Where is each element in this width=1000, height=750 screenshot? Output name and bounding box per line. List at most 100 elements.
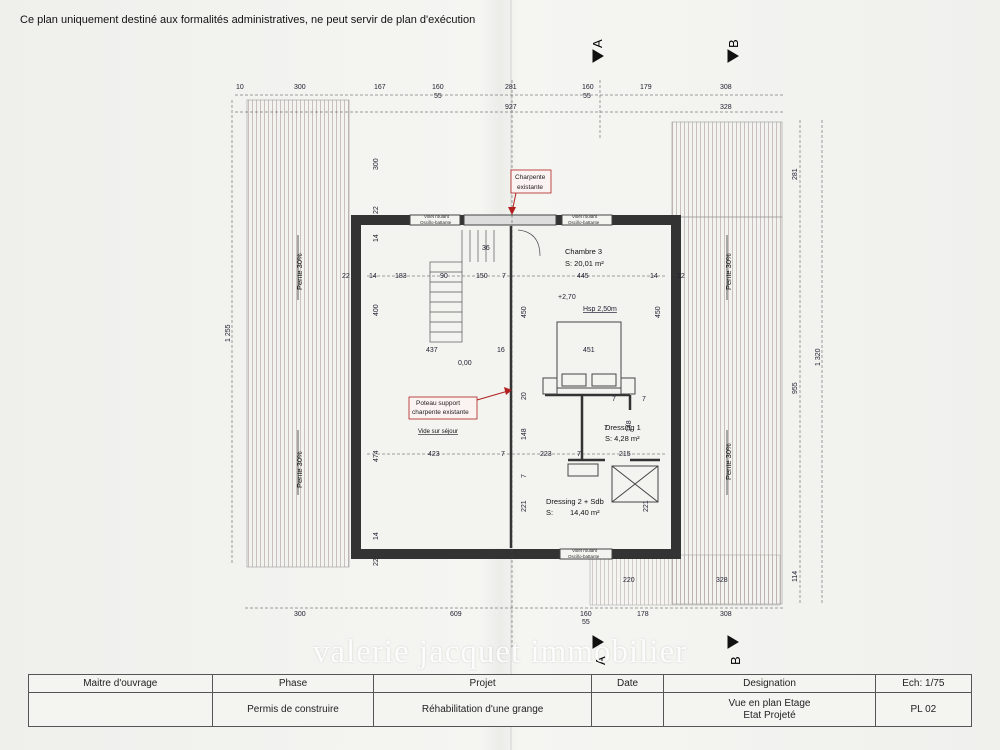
dim-in-27: 215: [619, 451, 631, 458]
dim-left-7: 22: [373, 558, 380, 566]
charpente-callout: Charpente existante: [508, 169, 552, 215]
room-dressing1-surface: S: 4,28 m²: [605, 434, 640, 443]
poteau-line-2: charpente existante: [412, 409, 469, 416]
room-dressing2-name: Dressing 2 + Sdb: [546, 497, 604, 506]
dim-left-6: 14: [373, 532, 380, 540]
header-echelle: Ech: 1/75: [874, 674, 973, 693]
section-a-bottom: A: [593, 656, 608, 665]
header-date: Date: [590, 674, 665, 693]
slope-label-3: Pente 30%: [724, 253, 733, 290]
dim-left-2: 22: [373, 206, 380, 214]
dim-bottom-4: 55: [582, 619, 590, 626]
dim-top-8: 308: [720, 84, 732, 91]
dim-bottom-2: 609: [450, 611, 462, 618]
dim-in-6: 22: [342, 273, 350, 280]
header-maitre-ouvrage: Maitre d'ouvrage: [28, 674, 213, 693]
header-projet: Projet: [373, 674, 592, 693]
dim-in-4: 7: [502, 273, 506, 280]
dim-bottom-3: 160: [580, 611, 592, 618]
dim-left-8: 1 255: [225, 324, 232, 342]
dim-in-9: 14: [650, 273, 658, 280]
room-dressing2-surface-label: S:: [546, 508, 553, 517]
dim-in-24: 7: [501, 451, 505, 458]
shower: [611, 465, 659, 503]
designation-line-1: Vue en plan Etage: [728, 697, 811, 709]
dim-left-5: 474: [373, 450, 380, 462]
dim-in-2: 90: [440, 273, 448, 280]
window-2-type: Oscillo-battante: [568, 220, 600, 225]
vide-sur-sejour: Vide sur séjour: [418, 429, 458, 435]
charpente-line-1: Charpente: [515, 174, 546, 181]
dim-top-4: 160: [432, 84, 444, 91]
dim-in-14: 450: [521, 306, 528, 318]
title-block: Maitre d'ouvrage Phase Projet Date Desig…: [28, 674, 973, 727]
dim-in-19: 7: [642, 396, 646, 403]
dim-in-29: 221: [643, 500, 650, 512]
dim-in-28: 221: [521, 500, 528, 512]
dim-right-3: 955: [792, 382, 799, 394]
dim-top-9: 55: [434, 93, 442, 100]
value-date: [590, 692, 665, 727]
floor-plan-drawing: A B A B 10 300 167 160 281 160 179 308 5…: [225, 39, 823, 665]
dim-in-13: 0,00: [458, 360, 472, 367]
poteau-callout: Poteau support charpente existante: [408, 387, 512, 420]
dim-left-3: 14: [373, 234, 380, 242]
dim-right-1: 281: [792, 168, 799, 180]
dim-left-4: 400: [373, 304, 380, 316]
poteau-line-1: Poteau support: [416, 400, 460, 407]
dim-top-1: 10: [236, 84, 244, 91]
ceiling-height: Hsp 2,50m: [583, 306, 617, 313]
dim-bottom-7: 220: [623, 577, 635, 584]
dim-in-18: 7: [612, 396, 616, 403]
window-1-label: Volet roulant: [424, 214, 450, 219]
header-phase: Phase: [211, 674, 375, 693]
dim-bottom-1: 300: [294, 611, 306, 618]
watermark: valerie jacquet immobilier: [312, 634, 688, 670]
room-dressing1-name: Dressing 1: [605, 423, 641, 432]
roof-left: [246, 99, 350, 568]
dim-bottom-5: 178: [637, 611, 649, 618]
dim-top-10: 55: [583, 93, 591, 100]
bed: [556, 321, 622, 389]
designation-line-2: Etat Projeté: [743, 709, 796, 721]
room-dressing2-surface: 14,40 m²: [570, 508, 600, 517]
slope-label-2: Pente 30%: [295, 451, 304, 488]
dim-in-25: 223: [540, 451, 552, 458]
dim-bottom-6: 308: [720, 611, 732, 618]
dim-top-2: 300: [294, 84, 306, 91]
dim-right-2: 1 320: [815, 348, 822, 366]
window-3-label: Volet roulant: [572, 548, 598, 553]
slope-label-1: Pente 30%: [295, 253, 304, 290]
dim-left-1: 300: [373, 158, 380, 170]
value-plan-number: PL 02: [874, 692, 973, 727]
dim-in-20: 148: [521, 428, 528, 440]
roof-right-top: [671, 121, 783, 218]
level-270: +2,70: [558, 294, 576, 301]
dim-in-16: 451: [583, 347, 595, 354]
dim-right-4: 114: [792, 571, 799, 582]
value-designation: Vue en plan Etage Etat Projeté: [663, 692, 876, 727]
charpente-line-2: existante: [517, 184, 543, 191]
dim-in-10: 22: [677, 273, 685, 280]
dim-in-26: 7: [577, 451, 581, 458]
room-chambre3-surface: S: 20,01 m²: [565, 259, 604, 268]
slope-label-4: Pente 30%: [724, 443, 733, 480]
window-3-type: Oscillo-battante: [568, 554, 600, 559]
dim-top-12: 328: [720, 104, 732, 111]
dim-in-3: 150: [476, 273, 488, 280]
value-projet: Réhabilitation d'une grange: [373, 692, 592, 727]
dim-top-6: 160: [582, 84, 594, 91]
dim-in-7: 36: [482, 245, 490, 252]
section-a-top: A: [590, 39, 605, 48]
dim-in-22: 148: [626, 420, 633, 432]
dim-in-21: 7: [604, 425, 608, 432]
dim-in-30: 7: [521, 474, 528, 478]
disclaimer-note: Ce plan uniquement destiné aux formalité…: [20, 14, 476, 26]
dim-in-15: 450: [655, 306, 662, 318]
value-maitre-ouvrage: [28, 692, 213, 727]
dim-in-5: 14: [369, 273, 377, 280]
dim-in-23: 423: [428, 451, 440, 458]
dim-in-1: 183: [395, 273, 407, 280]
dim-in-17: 20: [521, 392, 528, 400]
dim-bottom-8: 328: [716, 577, 728, 584]
